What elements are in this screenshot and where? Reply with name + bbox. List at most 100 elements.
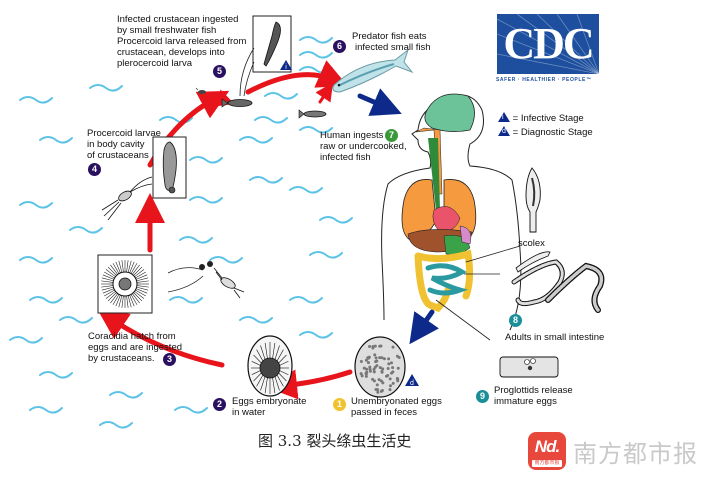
egg-granule: [373, 353, 377, 357]
egg-granule: [391, 366, 395, 370]
egg-granule: [388, 377, 392, 381]
stage-1-line: Unembryonated eggs: [351, 396, 442, 407]
wave: [9, 336, 43, 344]
egg-line: [279, 360, 289, 366]
cilium: [136, 280, 149, 283]
stage-8-line: Adults in small intestine: [505, 332, 605, 343]
cilium: [104, 271, 115, 279]
cilium: [130, 294, 138, 305]
wave: [189, 196, 223, 204]
cilium: [101, 286, 114, 291]
wave: [89, 84, 123, 92]
egg-granule: [386, 367, 390, 371]
wave: [29, 296, 63, 304]
stage-7-label: Human ingests raw or undercooked, infect…: [320, 130, 407, 163]
cilium: [115, 261, 121, 274]
cilium: [135, 274, 148, 280]
wave: [39, 371, 73, 379]
legend-infective: i = Infective Stage: [498, 112, 584, 124]
stage-5-badge: 5: [213, 65, 226, 78]
egg-granule: [366, 356, 370, 360]
wave: [29, 406, 63, 414]
cilium: [136, 277, 149, 282]
wave: [299, 36, 333, 44]
blue-arrows: [357, 88, 439, 345]
svg-text:i: i: [285, 64, 287, 71]
egg-granule: [391, 345, 395, 349]
stage-7-line: infected fish: [320, 152, 371, 163]
cilium: [101, 285, 114, 288]
wave: [39, 136, 73, 144]
unembryonated-egg: d: [354, 336, 419, 398]
stage-5-label: Infected crustacean ingested by small fr…: [117, 14, 246, 69]
diagnostic-triangle-icon: d: [498, 126, 510, 136]
stage-3-line: eggs and are ingested: [88, 342, 183, 353]
stage-1-line: passed in feces: [351, 407, 418, 418]
legend-diagnostic: d = Diagnostic Stage: [498, 126, 593, 138]
cilium: [127, 295, 132, 308]
cilium: [118, 295, 123, 308]
egg-line: [256, 349, 264, 362]
nandu-logo-text: Nd.: [534, 437, 560, 456]
wave: [299, 331, 333, 339]
stage-9-line: Proglottids release: [494, 385, 573, 396]
egg-granule: [379, 379, 383, 383]
wave: [99, 421, 133, 429]
human-body: [381, 93, 522, 341]
egg-granule: [365, 367, 369, 371]
egg-granule: [395, 354, 399, 358]
egg-granule: [365, 370, 369, 374]
egg-granule: [362, 366, 366, 370]
cdc-logo-rays: [497, 14, 599, 74]
cilium: [104, 289, 115, 297]
cilium: [110, 293, 118, 304]
egg-granule: [373, 344, 377, 348]
small-fish-2-icon: [298, 109, 327, 119]
cilium: [134, 269, 145, 277]
wave: [254, 116, 288, 124]
cilium: [126, 295, 129, 308]
proglottid-illustration: [499, 356, 559, 378]
cilium: [101, 277, 114, 282]
cilium: [112, 263, 120, 274]
egg-granule: [396, 379, 400, 383]
stage-2-label: Eggs embryonate in water: [232, 396, 306, 418]
cilium: [110, 264, 118, 275]
scolex-label: scolex: [518, 238, 545, 249]
egg-line: [279, 370, 289, 376]
stage-5-line: Infected crustacean ingested: [117, 14, 239, 25]
wave: [19, 256, 53, 264]
predator-fish-icon: [332, 48, 414, 93]
egg-granule: [368, 365, 372, 369]
stage-2-line: in water: [232, 407, 266, 418]
stage-4-badge: 4: [88, 163, 101, 176]
egg-granule: [377, 378, 381, 382]
stage-7-line: Human ingests: [320, 130, 384, 141]
egg-granule: [376, 390, 380, 394]
stage-4-line: in body cavity: [87, 139, 145, 150]
egg-line: [251, 360, 261, 366]
nandu-watermark-name: 南方都市报: [573, 440, 698, 468]
diagnostic-symbol: d: [502, 128, 506, 135]
egg-granule: [375, 383, 379, 387]
cilium: [133, 292, 143, 302]
water-waves: [9, 36, 353, 429]
arrow-1-to-2: [267, 369, 353, 400]
plerocercoid-inset: i: [239, 15, 292, 97]
stage-9-label: Proglottids release immature eggs: [494, 385, 573, 407]
cilium: [127, 260, 132, 273]
egg-granule: [396, 366, 400, 370]
cdc-tagline: SAFER · HEALTHIER · PEOPLE™: [496, 77, 592, 83]
wave: [19, 96, 53, 104]
cilium: [107, 266, 117, 276]
egg-granule: [364, 358, 368, 362]
cilium: [112, 294, 120, 305]
egg-line: [272, 342, 276, 359]
egg-granule: [368, 367, 372, 371]
cilium: [105, 291, 116, 299]
egg-granule: [389, 361, 393, 365]
stage-4-line: of crustaceans: [87, 150, 149, 161]
wave: [169, 296, 203, 304]
cilium: [136, 285, 149, 288]
egg-granule: [390, 371, 394, 375]
